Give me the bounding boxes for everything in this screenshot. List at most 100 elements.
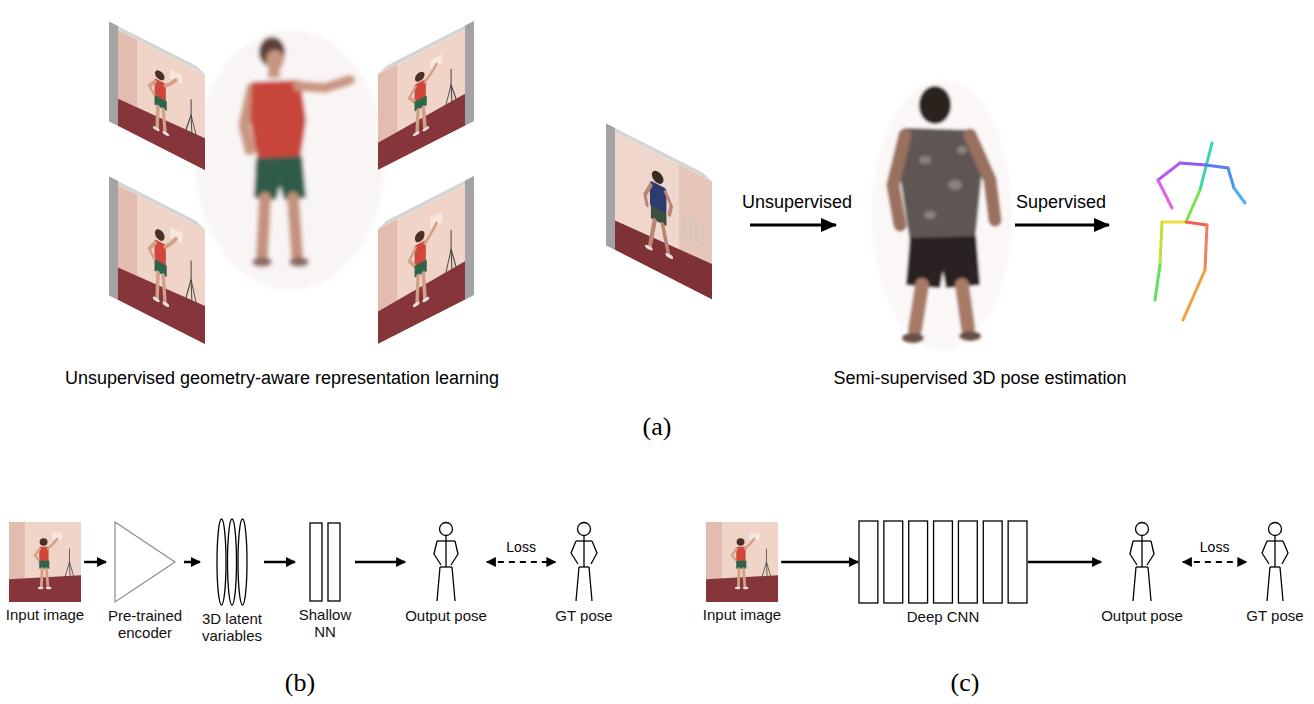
blurry-reconstruction xyxy=(893,135,905,225)
node-icon xyxy=(426,521,466,603)
stick-limb xyxy=(434,541,441,565)
layer-rect xyxy=(1008,521,1027,603)
camera-view xyxy=(109,176,205,344)
stick-limb xyxy=(1136,566,1148,567)
pose-skeleton xyxy=(1155,265,1160,300)
flow-arrow xyxy=(184,561,200,564)
blurry-reconstruction xyxy=(298,80,350,88)
node-icon xyxy=(1257,521,1293,603)
pose-skeleton xyxy=(1186,190,1200,222)
blurry-reconstruction xyxy=(262,198,265,255)
latent-ellipse xyxy=(228,519,237,605)
stick-limb xyxy=(571,541,578,564)
input-image-node: Input image xyxy=(6,522,84,623)
node-caption: Output pose xyxy=(405,607,487,624)
encoder-triangle xyxy=(115,522,175,602)
layer-rect xyxy=(934,521,953,603)
layer-rect xyxy=(884,521,903,603)
flow-arrow xyxy=(264,561,295,564)
stick-limb xyxy=(440,566,452,567)
node-icon xyxy=(858,520,1028,604)
panel-letter: (a) xyxy=(643,412,672,442)
stick-limb xyxy=(579,566,589,567)
stick-head xyxy=(1268,523,1281,536)
node-caption: Output pose xyxy=(1101,607,1183,624)
shallow-nn-node: Shallow NN xyxy=(295,522,355,641)
stick-limb xyxy=(1148,567,1151,601)
stick-limb xyxy=(452,567,455,601)
panel-letter: (c) xyxy=(951,668,980,698)
blurry-reconstruction xyxy=(902,333,924,343)
input-photo xyxy=(706,522,778,602)
stick-limb xyxy=(589,567,592,601)
output-pose-node: Output pose xyxy=(405,521,487,624)
stick-limb xyxy=(445,535,446,567)
camera-view xyxy=(118,30,205,170)
blurry-reconstruction xyxy=(957,146,967,154)
pose-skeleton xyxy=(1160,222,1162,265)
blurry-reconstruction xyxy=(252,257,272,267)
layer-rect xyxy=(958,521,977,603)
pose-skeleton xyxy=(1205,225,1207,270)
loss-arrow xyxy=(1183,561,1247,563)
node-icon xyxy=(566,521,602,603)
node-icon xyxy=(309,522,341,602)
blurry-reconstruction xyxy=(924,211,936,219)
camera-view xyxy=(465,176,474,300)
blurry-reconstruction xyxy=(250,80,306,162)
stick-limb xyxy=(1282,541,1288,564)
blurry-reconstruction xyxy=(919,86,951,124)
section-caption: Semi-supervised 3D pose estimation xyxy=(833,368,1126,389)
blurry-reconstruction xyxy=(948,180,962,190)
arrow-label: Supervised xyxy=(1016,192,1106,213)
blurry-reconstruction xyxy=(959,331,981,341)
blurry-reconstruction xyxy=(872,80,1012,350)
latent-ellipse xyxy=(217,519,226,605)
layer-rect xyxy=(310,523,322,601)
pose-skeleton xyxy=(1234,188,1245,203)
gt-pose-node: GT pose xyxy=(1246,521,1303,624)
stick-head xyxy=(577,523,590,536)
stick-limb xyxy=(1133,567,1136,601)
stick-limb xyxy=(1262,541,1269,564)
layer-rect xyxy=(909,521,928,603)
node-icon xyxy=(9,522,81,602)
stick-limb xyxy=(591,541,597,564)
camera-view xyxy=(109,176,118,300)
pose-skeleton xyxy=(1155,143,1245,320)
node-caption: Input image xyxy=(703,606,781,623)
stick-limb xyxy=(451,541,458,565)
stick-limb xyxy=(437,567,440,601)
camera-view xyxy=(606,123,615,250)
input-photo xyxy=(9,522,81,602)
flow-arrow xyxy=(355,561,405,564)
pose-skeleton xyxy=(1158,163,1180,180)
node-icon xyxy=(706,522,778,602)
flow-arrow xyxy=(781,561,858,564)
node-caption: 3D latent variables xyxy=(200,610,264,645)
stick-limb xyxy=(1141,535,1142,567)
stick-limb xyxy=(1130,541,1137,565)
blurry-reconstruction xyxy=(195,30,385,290)
blurry-reconstruction xyxy=(289,257,309,267)
stick-limb xyxy=(583,535,584,567)
blurry-reconstruction xyxy=(872,80,1012,350)
stick-limb xyxy=(1267,567,1270,601)
node-icon xyxy=(114,521,176,603)
arrow-label: Unsupervised xyxy=(742,192,852,213)
blurry-reconstruction xyxy=(915,285,922,330)
blurry-reconstruction xyxy=(970,135,995,220)
process-arrow xyxy=(750,224,836,227)
layer-rect xyxy=(983,521,1002,603)
encoder-node: Pre-trained encoder xyxy=(106,521,184,642)
camera-view xyxy=(378,185,465,344)
blurry-reconstruction xyxy=(962,285,968,328)
pose-skeleton xyxy=(1228,168,1234,188)
camera-view xyxy=(118,185,205,344)
camera-view xyxy=(606,123,712,299)
loss-arrow xyxy=(487,561,556,563)
